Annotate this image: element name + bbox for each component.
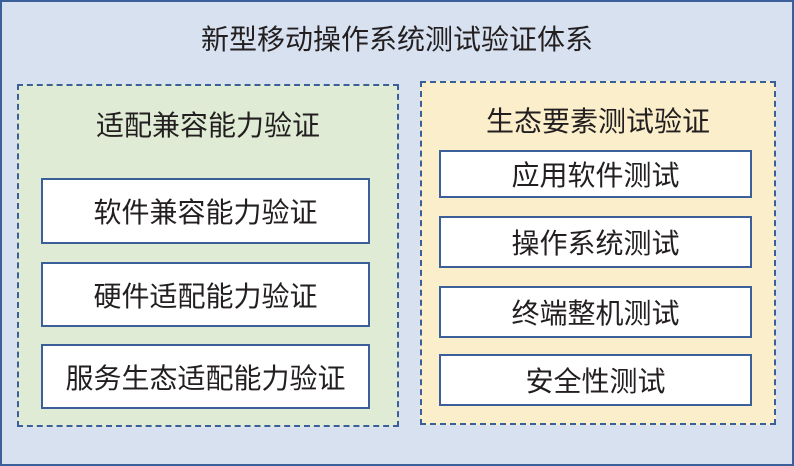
ecosystem-panel-title: 生态要素测试验证 [485, 105, 710, 138]
security-test-box: 安全性测试 [439, 354, 752, 406]
compatibility-panel-title: 适配兼容能力验证 [95, 109, 320, 142]
software-compat-box: 软件兼容能力验证 [41, 178, 370, 244]
diagram-title: 新型移动操作系统测试验证体系 [200, 23, 593, 56]
service-eco-box: 服务生态适配能力验证 [41, 344, 370, 409]
app-software-box: 应用软件测试 [439, 150, 752, 198]
hardware-adapt-box: 硬件适配能力验证 [41, 262, 370, 327]
os-test-box: 操作系统测试 [439, 216, 752, 268]
device-test-box: 终端整机测试 [439, 286, 752, 338]
